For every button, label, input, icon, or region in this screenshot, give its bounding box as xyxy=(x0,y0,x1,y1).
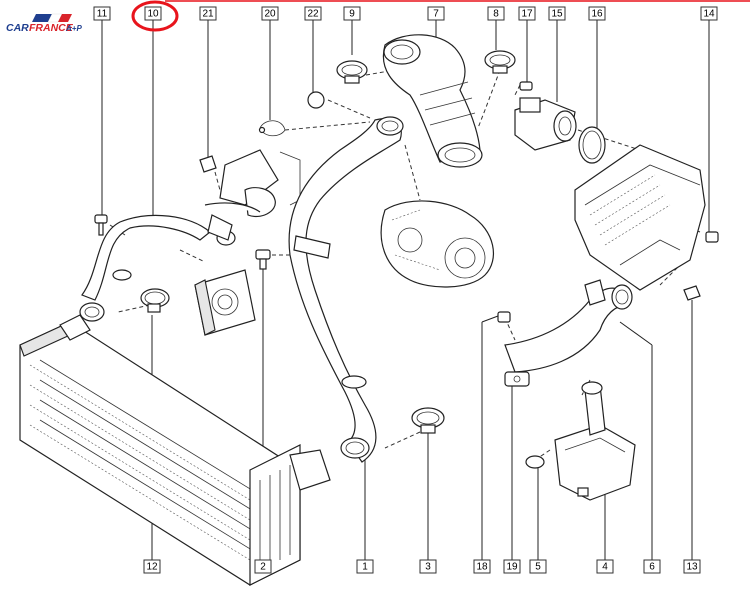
callout-17: 17 xyxy=(518,6,536,21)
resonator-4 xyxy=(554,381,636,501)
callout-10: 10 xyxy=(144,6,162,21)
callout-1: 1 xyxy=(356,559,374,574)
callout-21: 21 xyxy=(199,6,217,21)
svg-text:13: 13 xyxy=(686,562,698,573)
callouts-bottom: 12 2 1 3 18 19 5 4 6 13 xyxy=(143,559,701,574)
bolt-14 xyxy=(705,231,719,243)
svg-text:4: 4 xyxy=(602,562,608,573)
callout-12: 12 xyxy=(143,559,161,574)
svg-text:8: 8 xyxy=(493,9,499,20)
callout-19: 19 xyxy=(503,559,521,574)
callout-6: 6 xyxy=(643,559,661,574)
svg-text:15: 15 xyxy=(551,9,563,20)
svg-text:11: 11 xyxy=(97,9,108,20)
svg-text:17: 17 xyxy=(521,9,533,20)
clamp-8 xyxy=(484,50,516,74)
svg-text:3: 3 xyxy=(425,562,431,573)
bolt-17 xyxy=(519,81,533,91)
pipe-1 xyxy=(288,116,404,463)
callout-7: 7 xyxy=(427,6,445,21)
callout-4: 4 xyxy=(596,559,614,574)
brand-logo: CAR FRANCE A+P xyxy=(5,12,87,34)
callout-3: 3 xyxy=(419,559,437,574)
callout-18: 18 xyxy=(473,559,491,574)
bolt-11 xyxy=(94,214,108,236)
callout-5: 5 xyxy=(529,559,547,574)
turbo-housing xyxy=(380,200,494,288)
clamp-12 xyxy=(140,288,170,313)
svg-text:19: 19 xyxy=(506,562,518,573)
svg-text:20: 20 xyxy=(264,9,276,20)
svg-text:18: 18 xyxy=(476,562,488,573)
o-ring-16 xyxy=(578,126,606,164)
highlight-ring xyxy=(131,0,179,32)
logo-text-car: CAR xyxy=(6,22,29,34)
sensor-21-assembly xyxy=(199,149,301,241)
wire-20 xyxy=(258,120,286,137)
bracket-19 xyxy=(504,371,530,387)
callout-15: 15 xyxy=(548,6,566,21)
callout-20: 20 xyxy=(261,6,279,21)
svg-text:7: 7 xyxy=(433,9,439,20)
svg-text:2: 2 xyxy=(260,562,266,573)
callout-2: 2 xyxy=(254,559,272,574)
bolt-5 xyxy=(525,455,545,469)
callout-22: 22 xyxy=(304,6,322,21)
callout-11: 11 xyxy=(93,6,111,21)
logo-text-france: FRANCE xyxy=(29,22,74,34)
pipe-6 xyxy=(504,279,633,373)
callout-14: 14 xyxy=(700,6,718,21)
logo-text-ap: A+P xyxy=(65,24,82,33)
callout-16: 16 xyxy=(588,6,606,21)
svg-text:9: 9 xyxy=(349,9,355,20)
bracket-18 xyxy=(497,311,511,323)
flow-meter-15 xyxy=(514,97,577,151)
grommet-13 xyxy=(683,285,701,301)
svg-text:21: 21 xyxy=(202,9,214,20)
callout-9: 9 xyxy=(343,6,361,21)
callouts-top: 11 10 21 20 22 9 7 8 17 15 16 14 xyxy=(93,6,718,21)
callout-13: 13 xyxy=(683,559,701,574)
intercooler xyxy=(19,314,331,586)
bolt-2 xyxy=(255,249,271,270)
svg-text:22: 22 xyxy=(307,9,319,20)
hose-7 xyxy=(382,34,483,168)
throttle-body xyxy=(194,269,256,336)
callout-8: 8 xyxy=(487,6,505,21)
svg-text:14: 14 xyxy=(703,9,715,20)
svg-text:1: 1 xyxy=(362,562,368,573)
svg-text:10: 10 xyxy=(147,9,159,20)
svg-text:16: 16 xyxy=(591,9,603,20)
svg-text:6: 6 xyxy=(649,562,655,573)
clamp-3 xyxy=(411,407,445,434)
svg-text:5: 5 xyxy=(535,562,541,573)
air-filter-box xyxy=(574,144,706,291)
ball-22 xyxy=(307,91,325,109)
svg-text:12: 12 xyxy=(146,562,158,573)
clamp-9 xyxy=(336,60,368,84)
